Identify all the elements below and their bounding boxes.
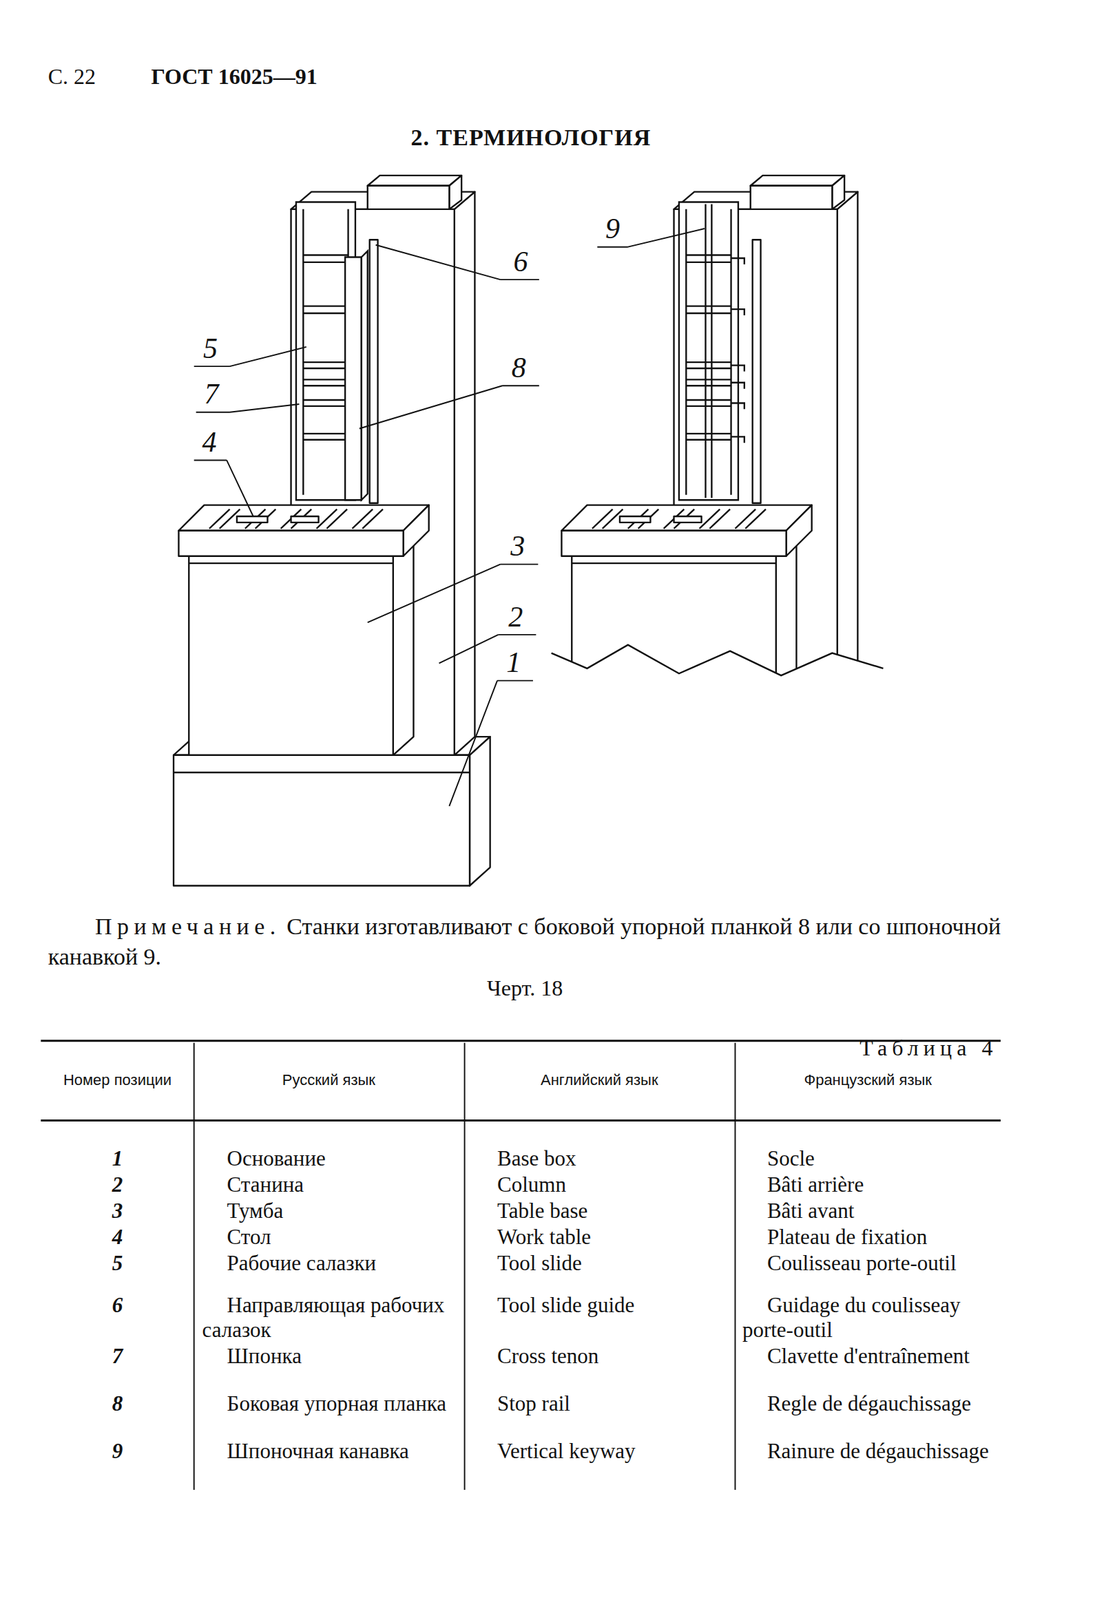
term-english: Base box (497, 1146, 728, 1172)
figure-caption: Черт. 18 (486, 975, 563, 1002)
term-russian: Станина (202, 1172, 458, 1198)
term-english: Cross tenon (497, 1344, 728, 1370)
row-number: 9 (50, 1439, 184, 1465)
term-french: Coulisseau porte-outil (742, 1251, 998, 1277)
row-number: 7 (50, 1344, 184, 1370)
row-number: 5 (50, 1251, 184, 1277)
term-french: Rainure de dégauchissage (742, 1439, 998, 1465)
term-french: Plateau de fixation (742, 1225, 998, 1250)
term-french: Bâti avant (742, 1199, 998, 1224)
term-russian: Рабочие салазки (202, 1251, 458, 1277)
table-header: Английский язык (476, 1071, 722, 1090)
term-english: Tool slide guide (497, 1293, 728, 1319)
note-heading: Примечание. (95, 913, 281, 940)
term-english: Work table (497, 1225, 728, 1250)
callout-number: 4 (201, 427, 217, 457)
term-french: Guidage du coulisseay porte-outil (742, 1293, 998, 1343)
section-title: 2. ТЕРМИНОЛОГИЯ (411, 124, 652, 151)
row-number: 3 (50, 1199, 184, 1224)
page-number: С. 22 (48, 64, 96, 90)
term-english: Vertical keyway (497, 1439, 728, 1465)
table-header: Номер позиции (50, 1071, 184, 1090)
callout-number: 6 (513, 247, 529, 277)
table-number: Таблица 4 (859, 1035, 998, 1062)
row-number: 8 (50, 1391, 184, 1417)
row-number: 6 (50, 1293, 184, 1319)
term-english: Table base (497, 1199, 728, 1224)
row-number: 1 (50, 1146, 184, 1172)
term-french: Bâti arrière (742, 1172, 998, 1198)
table-header: Русский язык (206, 1071, 452, 1090)
callout-number: 3 (510, 531, 525, 561)
callout-number: 8 (511, 353, 527, 383)
term-russian: Направляющая рабочих салазок (202, 1293, 458, 1343)
term-russian: Тумба (202, 1199, 458, 1224)
callout-number: 5 (203, 334, 218, 363)
table-header: Французский язык (745, 1071, 991, 1090)
row-number: 4 (50, 1225, 184, 1250)
term-russian: Стол (202, 1225, 458, 1250)
callout-number: 2 (508, 602, 523, 632)
term-french: Clavette d'entraînement (742, 1344, 998, 1370)
term-russian: Боковая упорная планка (202, 1391, 458, 1417)
term-english: Tool slide (497, 1251, 728, 1277)
term-english: Stop rail (497, 1391, 728, 1417)
note-paragraph: Примечание. Станки изготавливают с боков… (48, 911, 1009, 973)
term-english: Column (497, 1172, 728, 1198)
term-french: Regle de dégauchissage (742, 1391, 998, 1417)
term-french: Socle (742, 1146, 998, 1172)
standard-number: ГОСТ 16025—91 (150, 64, 317, 90)
callout-number: 7 (203, 379, 219, 409)
row-number: 2 (50, 1172, 184, 1198)
term-russian: Шпоночная канавка (202, 1439, 458, 1465)
term-russian: Шпонка (202, 1344, 458, 1370)
term-russian: Основание (202, 1146, 458, 1172)
callout-number: 9 (605, 214, 620, 244)
callout-number: 1 (506, 648, 521, 677)
